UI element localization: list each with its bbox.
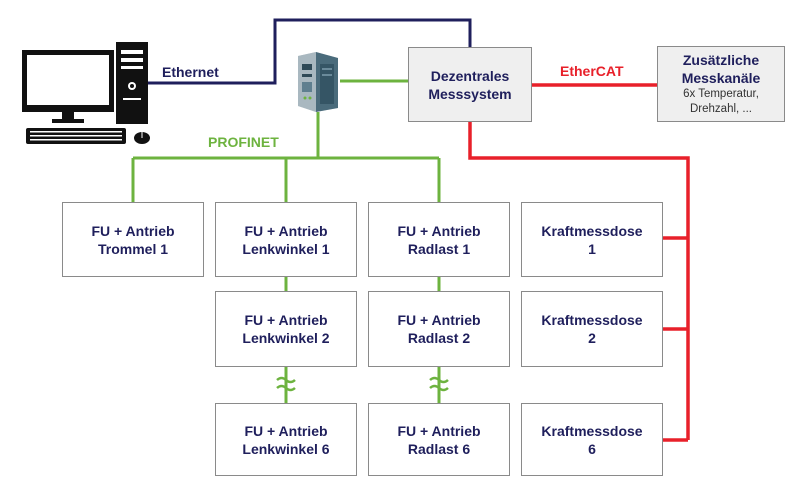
- loadcell-line2: 1: [588, 240, 596, 257]
- central-line1: Dezentrales: [430, 67, 510, 84]
- drive-line1: FU + Antrieb: [244, 422, 328, 439]
- extra-sub2: Drehzahl, ...: [690, 103, 752, 115]
- drive-line1: FU + Antrieb: [244, 222, 328, 239]
- extra-line2: Messkanäle: [681, 70, 761, 86]
- loadcell-line2: 2: [588, 330, 596, 346]
- drive-line2: Radlast 1: [407, 240, 471, 257]
- loadcell-box-6: Kraftmessdose 6: [521, 403, 663, 476]
- drive-box-radlast-2: FU + Antrieb Radlast 2: [368, 291, 510, 367]
- loadcell-line1: Kraftmessdose: [541, 222, 643, 239]
- drive-line1: FU + Antrieb: [397, 312, 481, 328]
- drive-box-lenkwinkel-6: FU + Antrieb Lenkwinkel 6: [215, 403, 357, 476]
- ethercat-lines: [468, 83, 690, 442]
- loadcell-line1: Kraftmessdose: [541, 312, 643, 328]
- central-measurement-system: Dezentrales Messsystem: [408, 47, 532, 122]
- drive-line2: Radlast 2: [407, 330, 471, 346]
- drive-box-radlast-1: FU + Antrieb Radlast 1: [368, 202, 510, 277]
- drive-box-trommel-1: FU + Antrieb Trommel 1: [62, 202, 204, 277]
- extra-line1: Zusätzliche: [682, 52, 760, 68]
- drive-line1: FU + Antrieb: [244, 312, 328, 328]
- additional-channels-box: Zusätzliche Messkanäle 6x Temperatur, Dr…: [657, 46, 785, 122]
- extra-sub1: 6x Temperatur,: [683, 88, 759, 100]
- ethercat-label: EtherCAT: [560, 63, 624, 79]
- drive-box-lenkwinkel-2: FU + Antrieb Lenkwinkel 2: [215, 291, 357, 367]
- loadcell-line1: Kraftmessdose: [541, 422, 643, 439]
- loadcell-box-2: Kraftmessdose 2: [521, 291, 663, 367]
- drive-line2: Radlast 6: [407, 440, 471, 457]
- line-break-symbols: [276, 376, 449, 392]
- drive-box-lenkwinkel-1: FU + Antrieb Lenkwinkel 1: [215, 202, 357, 277]
- loadcell-box-1: Kraftmessdose 1: [521, 202, 663, 277]
- profinet-lines: [131, 79, 441, 403]
- drive-line2: Trommel 1: [97, 240, 169, 257]
- drive-line2: Lenkwinkel 6: [242, 440, 330, 457]
- ethernet-lines: [148, 18, 472, 85]
- plc-controller-icon: [298, 52, 338, 112]
- drive-box-radlast-6: FU + Antrieb Radlast 6: [368, 403, 510, 476]
- drive-line2: Lenkwinkel 1: [242, 240, 330, 257]
- loadcell-line2: 6: [588, 440, 596, 457]
- drive-line2: Lenkwinkel 2: [242, 330, 330, 346]
- drive-line1: FU + Antrieb: [397, 422, 481, 439]
- drive-line1: FU + Antrieb: [397, 222, 481, 239]
- central-line2: Messsystem: [428, 85, 512, 102]
- drive-line1: FU + Antrieb: [91, 222, 175, 239]
- desktop-computer-icon: [22, 42, 150, 144]
- ethernet-label: Ethernet: [162, 64, 219, 80]
- profinet-label: PROFINET: [208, 134, 279, 150]
